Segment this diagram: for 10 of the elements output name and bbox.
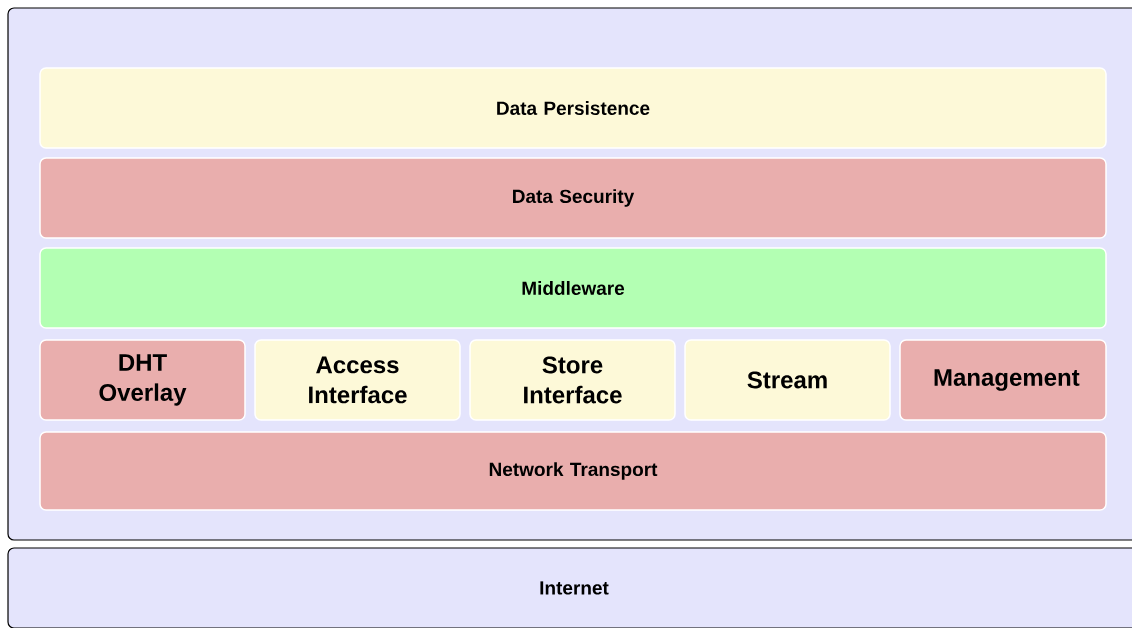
layer-band: Data Persistence [39,67,1107,149]
module-box: Access Interface [254,339,461,421]
internet-band: Internet [7,547,1132,628]
module-box: Stream [684,339,891,421]
layer-band: Data Security [39,157,1107,239]
module-box: Store Interface [469,339,676,421]
layer-band: Network Transport [39,431,1107,511]
layer-band: Middleware [39,247,1107,329]
module-box: Management [899,339,1107,421]
module-box: DHT Overlay [39,339,246,421]
